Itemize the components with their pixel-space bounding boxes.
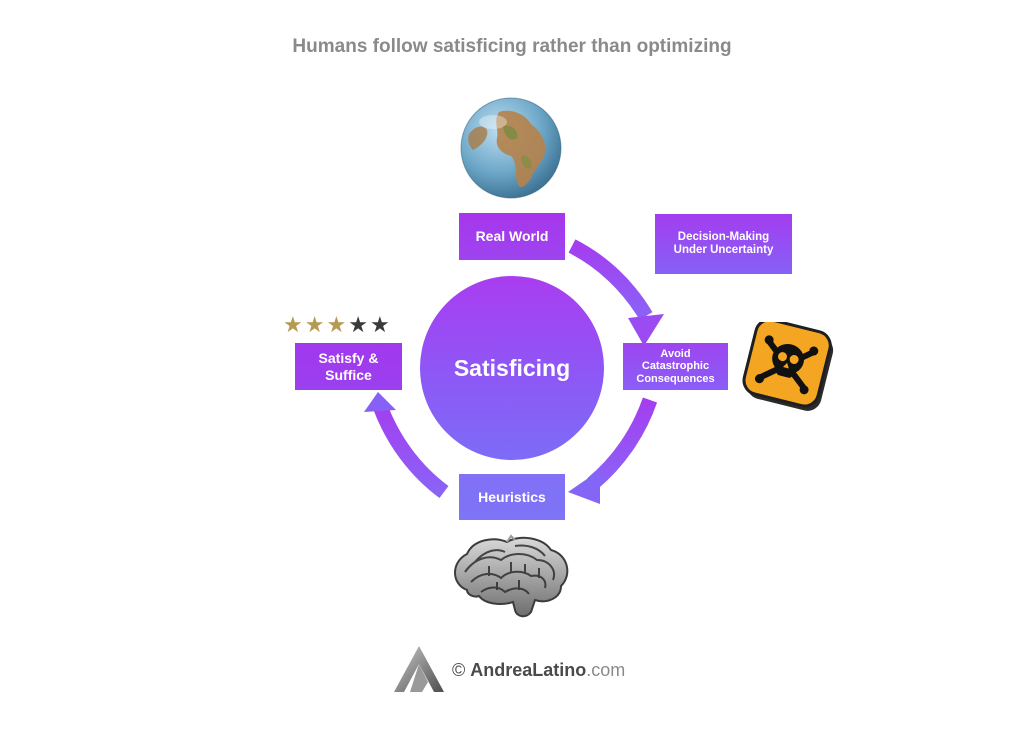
credit-text: © AndreaLatino.com (452, 660, 625, 681)
globe-icon (460, 97, 562, 199)
diagram-title: Humans follow satisficing rather than op… (292, 36, 732, 57)
credit-domain: .com (586, 660, 626, 680)
star-icon: ★ (348, 313, 370, 338)
arrow-to-heuristics (568, 397, 658, 504)
avoid-consequences-box: Avoid Catastrophic Consequences (623, 343, 728, 390)
star-icon: ★ (283, 313, 305, 338)
logo-icon (394, 646, 444, 692)
arrow-to-satisfy (364, 392, 449, 499)
star-icon: ★ (369, 313, 392, 338)
copyright-symbol: © (452, 660, 466, 680)
star-icon: ★ (304, 313, 327, 338)
decision-making-box: Decision-Making Under Uncertainty (655, 214, 792, 274)
avoid-label-line3: Consequences (636, 372, 715, 385)
skull-crossbones-icon (742, 322, 834, 411)
heuristics-box: Heuristics (459, 474, 565, 520)
real-world-box: Real World (459, 213, 565, 260)
satisfy-label-line2: Suffice (325, 366, 372, 383)
avoid-label-line2: Catastrophic (641, 360, 710, 373)
star-icon: ★ (326, 313, 349, 338)
credit-name: AndreaLatino (470, 660, 587, 680)
satisfy-label-line1: Satisfy & (318, 350, 379, 367)
decision-making-label-line2: Under Uncertainty (673, 244, 774, 256)
satisficing-circle: Satisficing (420, 276, 604, 460)
satisfy-suffice-box: Satisfy & Suffice (295, 343, 402, 390)
star-rating: ★★★★★ (283, 313, 392, 338)
arrow-to-avoid (568, 239, 664, 346)
decision-making-label-line1: Decision-Making (677, 230, 770, 243)
real-world-label: Real World (475, 228, 549, 245)
avoid-label-line1: Avoid (660, 348, 691, 361)
heuristics-label: Heuristics (478, 488, 546, 505)
brain-maze-icon (454, 534, 569, 618)
